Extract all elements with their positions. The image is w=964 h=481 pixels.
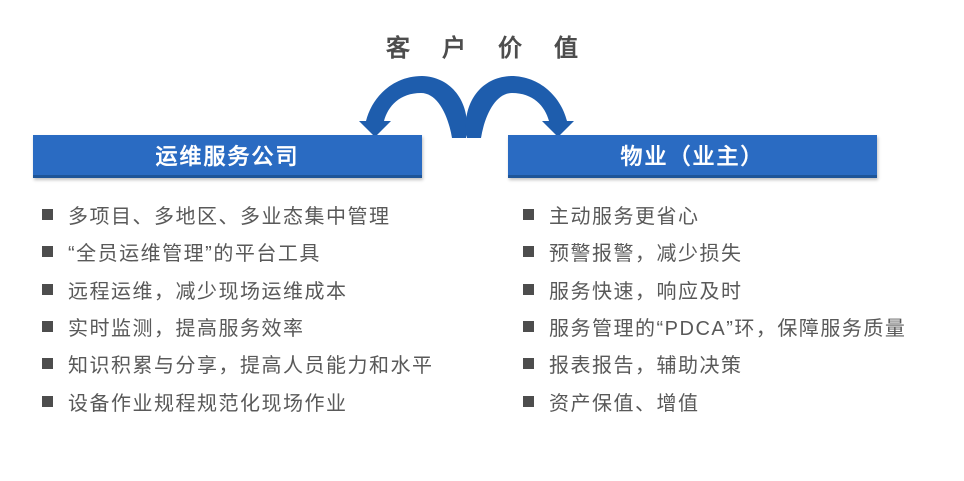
- list-item-label: 预警报警，减少损失: [549, 243, 743, 266]
- list-item-label: 服务管理的“PDCA”环，保障服务质量: [549, 318, 907, 341]
- curved-arrow-left-icon: [359, 76, 468, 138]
- curved-arrows-graphic: [359, 76, 574, 138]
- list-item: 知识积累与分享，提高人员能力和水平: [42, 345, 482, 382]
- header-property-owner-label: 物业（业主）: [620, 144, 765, 169]
- list-item: 预警报警，减少损失: [523, 233, 953, 270]
- list-item: 服务管理的“PDCA”环，保障服务质量: [523, 308, 953, 345]
- list-item-label: 资产保值、增值: [549, 392, 700, 415]
- header-property-owner: 物业（业主）: [508, 135, 877, 178]
- list-item-label: 服务快速，响应及时: [549, 280, 743, 303]
- list-item-label: 多项目、多地区、多业态集中管理: [68, 206, 391, 229]
- bullet-square-icon: [42, 209, 53, 221]
- header-ops-service-company: 运维服务公司: [33, 135, 422, 178]
- header-ops-service-company-label: 运维服务公司: [155, 144, 300, 169]
- owner-benefits-list: 主动服务更省心 预警报警，减少损失 服务快速，响应及时 服务管理的“PDCA”环…: [523, 196, 953, 420]
- bullet-square-icon: [42, 246, 53, 258]
- list-item: 多项目、多地区、多业态集中管理: [42, 196, 482, 233]
- list-item-label: 报表报告，辅助决策: [549, 355, 743, 378]
- list-item-label: 实时监测，提高服务效率: [68, 318, 305, 341]
- list-item: 报表报告，辅助决策: [523, 345, 953, 382]
- bullet-square-icon: [42, 358, 53, 370]
- bullet-square-icon: [523, 209, 534, 221]
- list-item: 实时监测，提高服务效率: [42, 308, 482, 345]
- bullet-square-icon: [523, 358, 534, 370]
- list-item: 服务快速，响应及时: [523, 271, 953, 308]
- curved-arrow-right-icon: [465, 76, 574, 138]
- bullet-square-icon: [523, 321, 534, 333]
- list-item-label: “全员运维管理”的平台工具: [68, 243, 321, 266]
- list-item-label: 主动服务更省心: [549, 206, 700, 229]
- list-item: 主动服务更省心: [523, 196, 953, 233]
- bullet-square-icon: [42, 283, 53, 295]
- bullet-square-icon: [42, 395, 53, 407]
- bullet-square-icon: [523, 283, 534, 295]
- bullet-square-icon: [523, 395, 534, 407]
- list-item-label: 远程运维，减少现场运维成本: [68, 280, 348, 303]
- list-item: “全员运维管理”的平台工具: [42, 233, 482, 270]
- ops-benefits-list: 多项目、多地区、多业态集中管理 “全员运维管理”的平台工具 远程运维，减少现场运…: [42, 196, 482, 420]
- page-title: 客户价值: [386, 35, 610, 62]
- list-item: 资产保值、增值: [523, 382, 953, 419]
- bullet-square-icon: [523, 246, 534, 258]
- list-item: 远程运维，减少现场运维成本: [42, 271, 482, 308]
- bullet-square-icon: [42, 321, 53, 333]
- list-item: 设备作业规程规范化现场作业: [42, 382, 482, 419]
- list-item-label: 知识积累与分享，提高人员能力和水平: [68, 355, 434, 378]
- list-item-label: 设备作业规程规范化现场作业: [68, 392, 348, 415]
